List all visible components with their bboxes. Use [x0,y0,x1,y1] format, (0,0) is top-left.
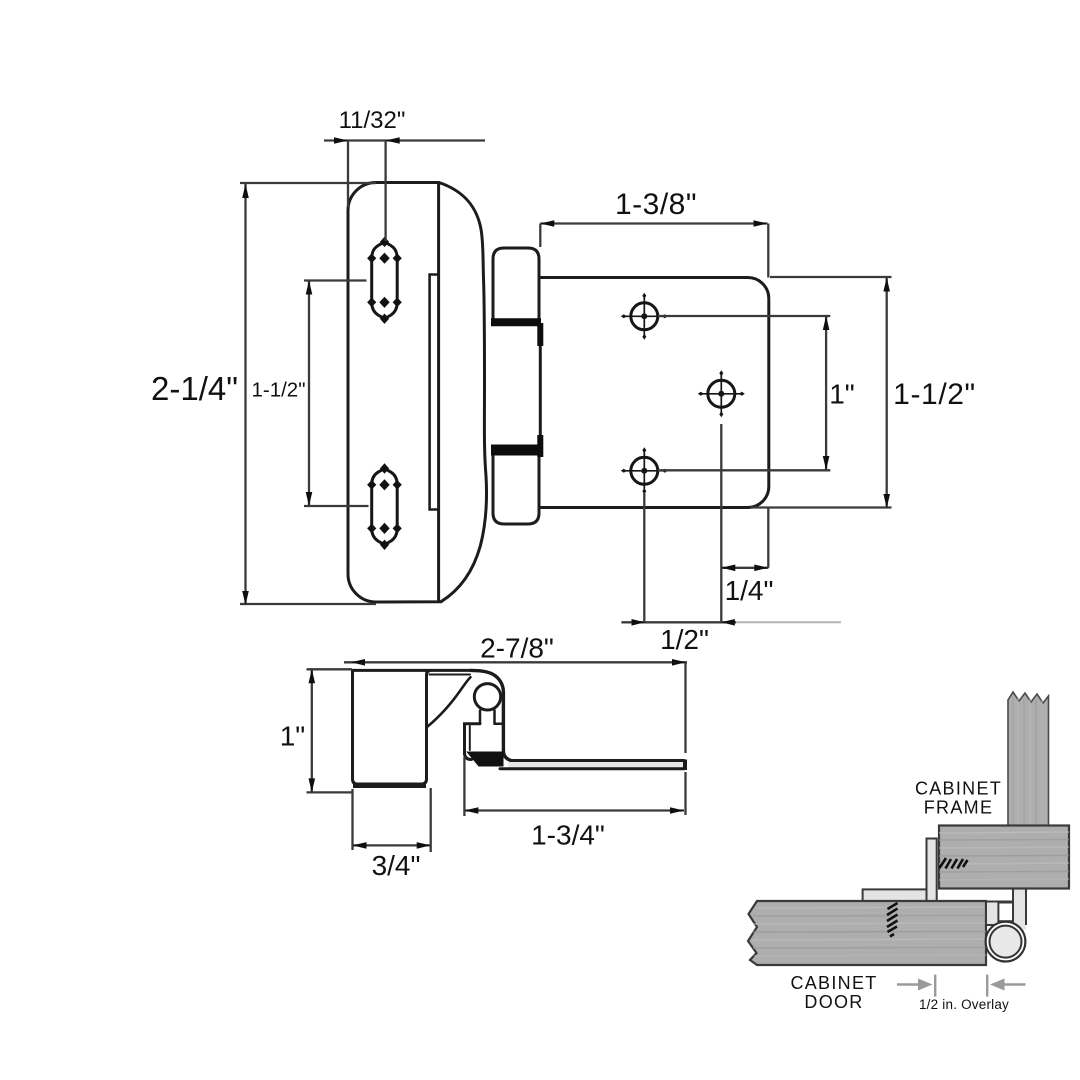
svg-text:FRAME: FRAME [924,798,994,818]
svg-text:1-3/4": 1-3/4" [531,820,605,851]
svg-text:DOOR: DOOR [804,992,863,1012]
svg-text:1": 1" [829,379,855,410]
svg-text:1/2 in. Overlay: 1/2 in. Overlay [919,997,1009,1012]
svg-text:3/4": 3/4" [372,850,421,881]
svg-text:1-1/2": 1-1/2" [251,379,305,402]
svg-text:CABINET: CABINET [915,779,1002,799]
svg-text:2-7/8": 2-7/8" [480,633,554,664]
svg-text:1/2": 1/2" [660,624,709,655]
svg-text:1-3/8": 1-3/8" [615,188,697,221]
svg-text:1": 1" [280,721,306,752]
svg-text:CABINET: CABINET [790,973,877,993]
svg-text:1/4": 1/4" [725,575,774,606]
svg-text:2-1/4": 2-1/4" [151,370,238,407]
svg-text:1-1/2": 1-1/2" [893,378,976,411]
svg-text:11/32": 11/32" [339,107,406,134]
